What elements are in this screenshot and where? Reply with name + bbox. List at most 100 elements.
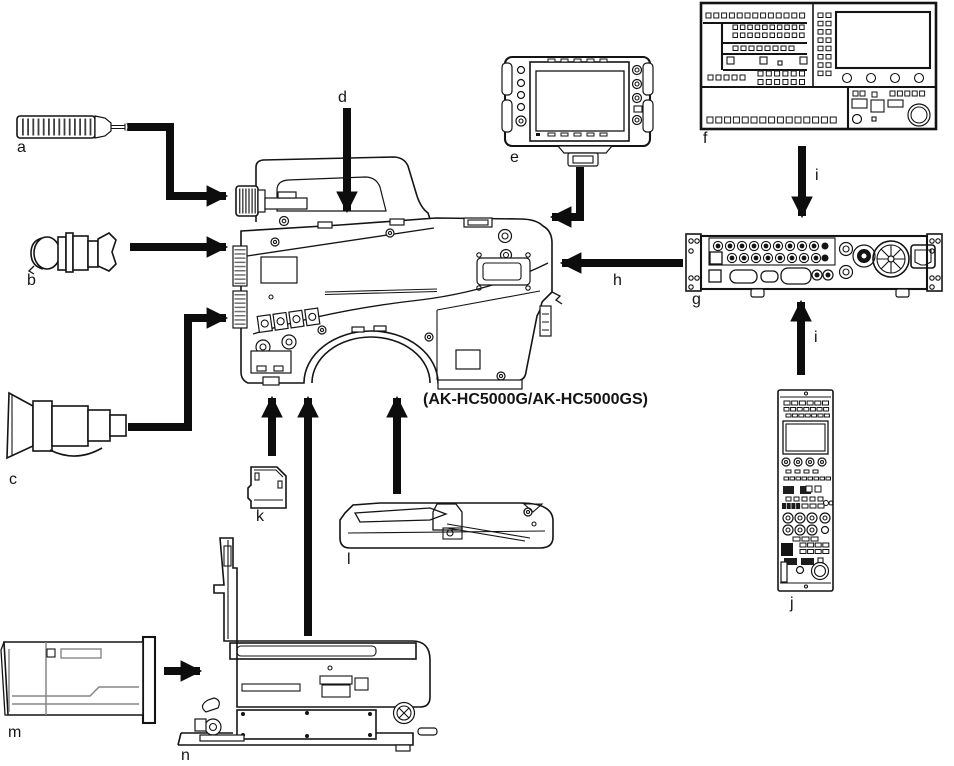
setup-key — [747, 32, 753, 38]
rop-key — [801, 503, 809, 509]
ccu-dsub-2 — [760, 270, 779, 283]
setup-keys-br3 — [889, 90, 926, 97]
rop-keys-row6 — [805, 485, 822, 493]
rop-key — [801, 536, 810, 542]
microphone-rib — [84, 118, 87, 136]
setup-key — [776, 24, 783, 30]
setup-key — [825, 37, 832, 43]
rop-digit-display — [783, 486, 794, 494]
rop-key — [807, 549, 815, 554]
eyepiece-barrel — [72, 235, 89, 271]
setup-key — [764, 45, 771, 51]
monitor-left-buttons — [515, 65, 527, 127]
strip-rib — [234, 294, 246, 296]
sd-card-illustration — [247, 466, 287, 509]
microphone-ribs — [22, 118, 92, 136]
microphone-rib — [89, 118, 92, 136]
monitor-top-key — [547, 58, 556, 63]
microphone-rib — [32, 118, 35, 136]
ccu-ear-left-holes — [688, 238, 700, 290]
monitor-screen — [535, 70, 625, 132]
setup-key — [739, 74, 746, 81]
setup-knobs — [841, 72, 925, 84]
rop-key — [796, 407, 803, 412]
microphone-rib — [68, 118, 71, 136]
rop-key — [791, 413, 798, 418]
audio-jack-1-pin — [259, 343, 267, 351]
setup-key — [817, 12, 824, 18]
rop-mini-knob — [795, 565, 805, 575]
setup-keys-row2 — [732, 45, 795, 51]
bnc-pin — [715, 243, 721, 249]
bu-top-slot — [236, 645, 377, 657]
setup-key — [732, 32, 738, 38]
setup-key — [752, 12, 759, 19]
setup-led — [871, 116, 877, 122]
strip-rib — [234, 315, 246, 317]
strip-rib — [234, 278, 246, 280]
setup-key — [791, 12, 798, 19]
rop-key — [789, 476, 795, 481]
sd-card-body — [247, 466, 287, 509]
rop-knob-row-c — [782, 524, 830, 536]
bnc-pin — [751, 243, 757, 249]
adapter-plate-seam — [347, 530, 546, 534]
setup-key — [776, 116, 784, 124]
strip-rib — [234, 323, 246, 325]
setup-key — [724, 116, 732, 124]
setup-key — [791, 32, 798, 38]
monitor-top-key — [560, 58, 569, 63]
rop-key — [793, 496, 800, 502]
setup-keys-bottom — [706, 116, 837, 124]
setup-key — [772, 45, 779, 51]
top-tab-1 — [317, 221, 333, 229]
setup-key — [762, 32, 768, 38]
setup-key — [774, 79, 781, 85]
adapter-screw — [523, 507, 533, 517]
setup-key — [904, 90, 911, 97]
setup-panel-illustration — [699, 1, 938, 131]
setup-key — [757, 79, 764, 85]
setup-key — [713, 12, 720, 19]
rop-key — [813, 476, 819, 481]
bnc-pin — [811, 243, 817, 249]
callout-f: f — [703, 130, 708, 147]
setup-switch-2 — [870, 99, 885, 113]
setup-key — [740, 45, 747, 51]
setup-key — [765, 70, 772, 77]
battery-notch-2 — [273, 365, 284, 372]
setup-key — [780, 45, 787, 51]
microphone-rib — [48, 118, 50, 136]
setup-key — [799, 12, 806, 19]
rop-key — [822, 549, 830, 554]
eyepiece-illustration — [27, 232, 117, 275]
setup-switch-1 — [851, 98, 868, 109]
rop-key — [823, 413, 830, 418]
rop-key — [803, 469, 810, 474]
shoulder-adapter-illustration — [339, 502, 554, 549]
strip-rib — [234, 274, 246, 276]
setup-key — [829, 116, 837, 124]
bnc-pin — [775, 243, 781, 249]
rop-digit-display — [791, 503, 796, 509]
rop-keys-row1 — [783, 400, 829, 406]
front-strip-2-ribs — [234, 294, 246, 325]
strip-rib — [234, 319, 246, 321]
monitor-bottom-key — [547, 132, 556, 137]
setup-key — [759, 116, 767, 124]
box-inner-lines — [8, 642, 47, 715]
bu-top-bar — [229, 642, 417, 660]
bu-mech-screw — [327, 665, 333, 671]
setup-key — [825, 12, 832, 18]
bnc-pin — [787, 243, 793, 249]
rop-key — [823, 407, 830, 412]
strip-rib — [234, 298, 246, 300]
setup-key — [739, 32, 746, 38]
ccu-dsub-1 — [729, 269, 758, 284]
ccu-foot-right — [895, 288, 910, 298]
ccu-xlr-top-pins — [842, 245, 850, 253]
knob-rib — [239, 188, 241, 214]
setup-key — [728, 12, 735, 19]
eyepiece-ring-1 — [57, 236, 67, 271]
